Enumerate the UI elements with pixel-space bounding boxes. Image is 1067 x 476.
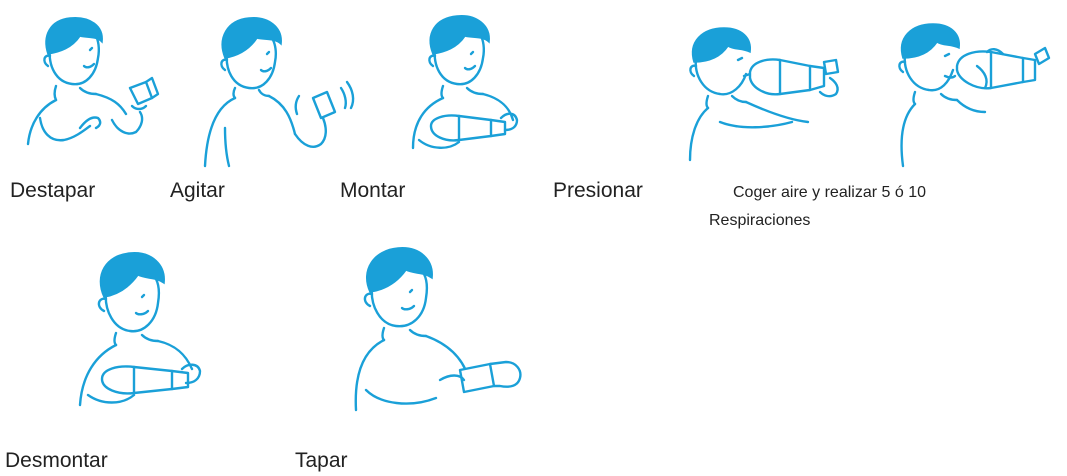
child-shaking-inhaler-icon	[195, 8, 355, 168]
child-disassembling-spacer-icon	[68, 245, 238, 420]
child-uncapping-inhaler-icon	[20, 8, 170, 158]
step-presionar-illustration	[680, 22, 855, 162]
step-label-montar: Montar	[340, 180, 405, 201]
step-label-presionar: Presionar	[553, 180, 643, 201]
step-agitar-illustration	[195, 8, 355, 168]
step-label-desmontar: Desmontar	[5, 450, 108, 471]
child-assembling-spacer-icon	[405, 8, 555, 158]
child-capping-inhaler-icon	[340, 240, 540, 425]
step-label-destapar: Destapar	[10, 180, 95, 201]
child-pressing-inhaler-icon	[680, 22, 855, 162]
step-respirar-illustration	[885, 18, 1060, 168]
step-label-agitar: Agitar	[170, 180, 225, 201]
child-breathing-spacer-icon	[885, 18, 1060, 168]
step-desmontar-illustration	[68, 245, 238, 420]
step-destapar-illustration	[20, 8, 170, 158]
step-label-tapar: Tapar	[295, 450, 348, 471]
step-tapar-illustration	[340, 240, 540, 425]
step-label-respirar-line2: Respiraciones	[709, 213, 810, 229]
step-montar-illustration	[405, 8, 555, 158]
step-label-respirar-line1: Coger aire y realizar 5 ó 10	[733, 185, 926, 201]
